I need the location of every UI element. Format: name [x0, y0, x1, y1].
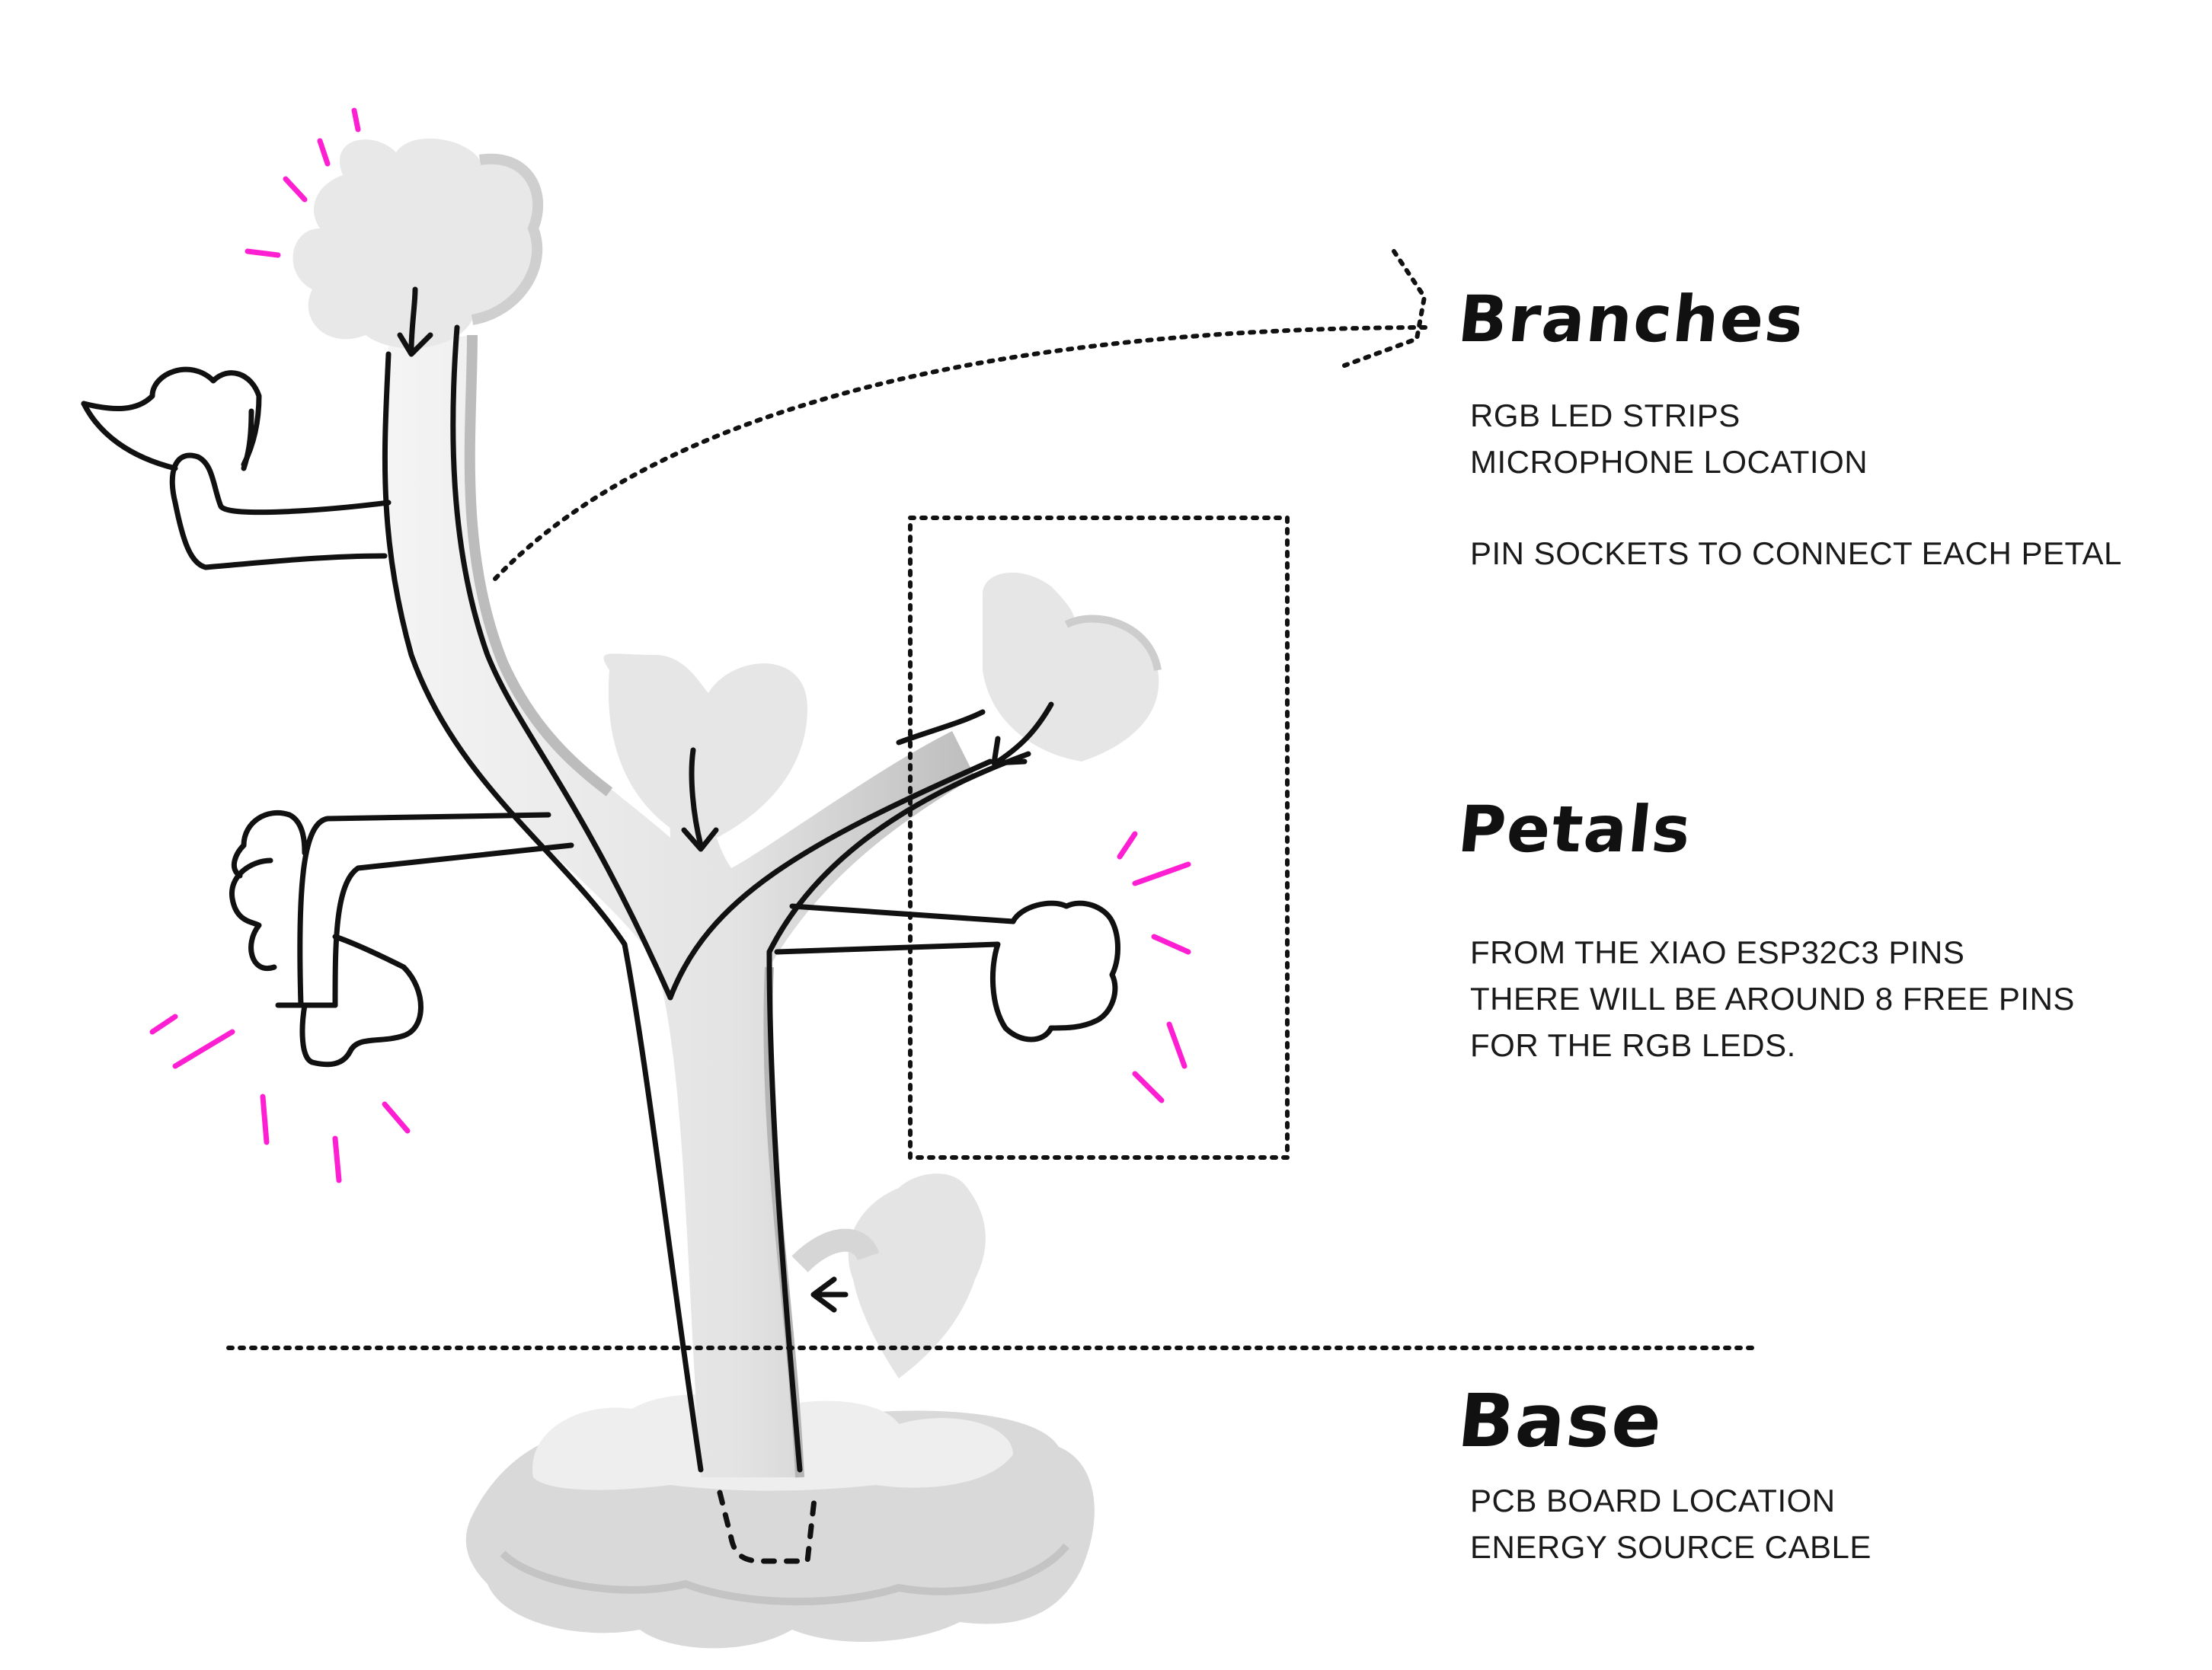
petal-center	[603, 653, 807, 845]
tree-model	[292, 138, 1162, 1649]
branches-description: RGB LED STRIPS MICROPHONE LOCATION PIN S…	[1470, 392, 2122, 576]
base-line-1: PCB BOARD LOCATION	[1470, 1483, 1836, 1518]
branches-callout-arrow	[493, 325, 1434, 581]
petals-line-1: FROM THE XIAO ESP32C3 PINS	[1470, 934, 1965, 970]
base-description: PCB BOARD LOCATION ENERGY SOURCE CABLE	[1470, 1477, 1872, 1570]
branches-arrowhead	[1342, 249, 1427, 368]
branches-heading: Branches	[1454, 282, 1809, 356]
branches-line-1: RGB LED STRIPS	[1470, 398, 1741, 433]
petals-heading: Petals	[1454, 792, 1696, 867]
base-heading: Base	[1454, 1378, 1668, 1464]
branches-line-2: MICROPHONE LOCATION	[1470, 444, 1868, 480]
branches-line-3: PIN SOCKETS TO CONNECT EACH PETAL	[1470, 535, 2122, 571]
petal-top	[292, 138, 544, 349]
petals-line-2: THERE WILL BE AROUND 8 FREE PINS	[1470, 981, 2075, 1017]
base-line-2: ENERGY SOURCE CABLE	[1470, 1529, 1872, 1565]
glow-marks	[149, 107, 1191, 1183]
callout-lines	[226, 249, 1754, 1350]
petals-callout-box	[908, 516, 1290, 1160]
ink-sketch	[81, 286, 1120, 1564]
petals-line-3: FOR THE RGB LEDS.	[1470, 1027, 1796, 1063]
petals-description: FROM THE XIAO ESP32C3 PINS THERE WILL BE…	[1470, 929, 2075, 1068]
petal-right	[983, 572, 1162, 762]
petal-bottom-right	[791, 1173, 986, 1378]
